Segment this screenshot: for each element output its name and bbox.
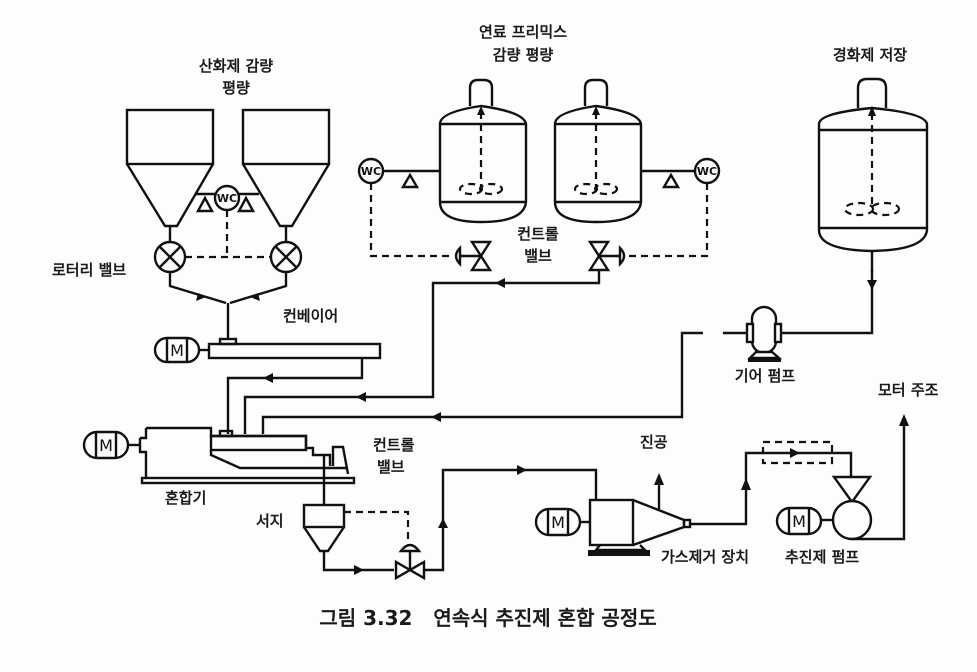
mixer-motor: M	[82, 430, 130, 460]
control-valve-fuel-left	[454, 240, 493, 272]
degasser: M 가스제거 장치	[534, 498, 749, 566]
curative-storage-tank: 경화제 저장	[817, 46, 929, 272]
oxidizer-label-line2: 평량	[222, 79, 250, 97]
weight-controller-fuel-right: WC	[693, 157, 721, 185]
rotary-valve-label: 로터리 밸브	[52, 261, 126, 279]
surge-label: 서지	[256, 512, 284, 530]
mixer: M 혼합기	[82, 426, 356, 507]
svg-text:WC: WC	[361, 165, 381, 178]
surge-hopper: 서지	[256, 503, 346, 553]
conveyor: 컨베이어 M	[153, 307, 382, 364]
oxidizer-label-line1: 산화제 감량	[199, 57, 273, 75]
oxidizer-hopper-right	[241, 108, 331, 243]
scale-icon	[195, 195, 215, 213]
control-valve-surge	[394, 543, 426, 581]
propellant-pump: M 추진제 펌프	[775, 475, 873, 566]
control-valve-bottom-label-line2: 밸브	[377, 458, 405, 476]
rotary-valve-right	[269, 240, 303, 274]
control-valve-label-line1: 컨트롤	[517, 225, 559, 243]
svg-text:WC: WC	[697, 165, 717, 178]
propellant-pump-motor: M	[775, 506, 823, 536]
curative-label: 경화제 저장	[833, 46, 907, 64]
weight-controller-fuel-left: WC	[357, 157, 385, 185]
fuel-label-line2: 감량 평량	[493, 46, 554, 64]
motor-icon: M	[99, 436, 113, 455]
scale-icon	[236, 195, 256, 213]
fuel-tank-left	[438, 78, 528, 224]
degasser-motor: M	[534, 507, 582, 537]
rotary-valve-left	[153, 240, 187, 274]
fuel-label-line1: 연료 프리믹스	[479, 23, 567, 41]
motor-icon: M	[551, 513, 565, 532]
motor-icon: M	[170, 341, 184, 360]
degasser-label: 가스제거 장치	[661, 548, 749, 566]
control-valve-bottom-label-line1: 컨트롤	[373, 436, 415, 454]
svg-text:WC: WC	[217, 192, 237, 205]
weight-controller-oxidizer: WC	[213, 184, 241, 212]
conveyor-motor: M	[153, 336, 201, 364]
motor-icon: M	[792, 512, 806, 531]
propellant-pump-label: 추진제 펌프	[785, 548, 859, 566]
mixer-label: 혼합기	[165, 489, 206, 507]
gear-pump-label: 기어 펌프	[735, 367, 796, 385]
fuel-premix-feeders: 연료 프리믹스 감량 평량 WC	[357, 23, 721, 272]
vacuum-label: 진공	[640, 433, 668, 451]
motor-casting-label: 모터 주조	[878, 381, 939, 399]
scale-icon	[400, 172, 420, 189]
control-valve-label-line2: 밸브	[524, 247, 552, 265]
gear-pump: 기어 펌프	[735, 305, 796, 385]
oxidizer-feeders: 산화제 감량 평량 WC	[52, 57, 331, 340]
scale-icon	[661, 172, 681, 189]
conveyor-label: 컨베이어	[283, 307, 338, 325]
control-valve-fuel-right	[587, 240, 626, 272]
fuel-tank-right	[553, 78, 643, 224]
figure-caption: 그림 3.32 연속식 추진제 혼합 공정도	[319, 606, 656, 630]
oxidizer-hopper-left	[125, 108, 215, 243]
